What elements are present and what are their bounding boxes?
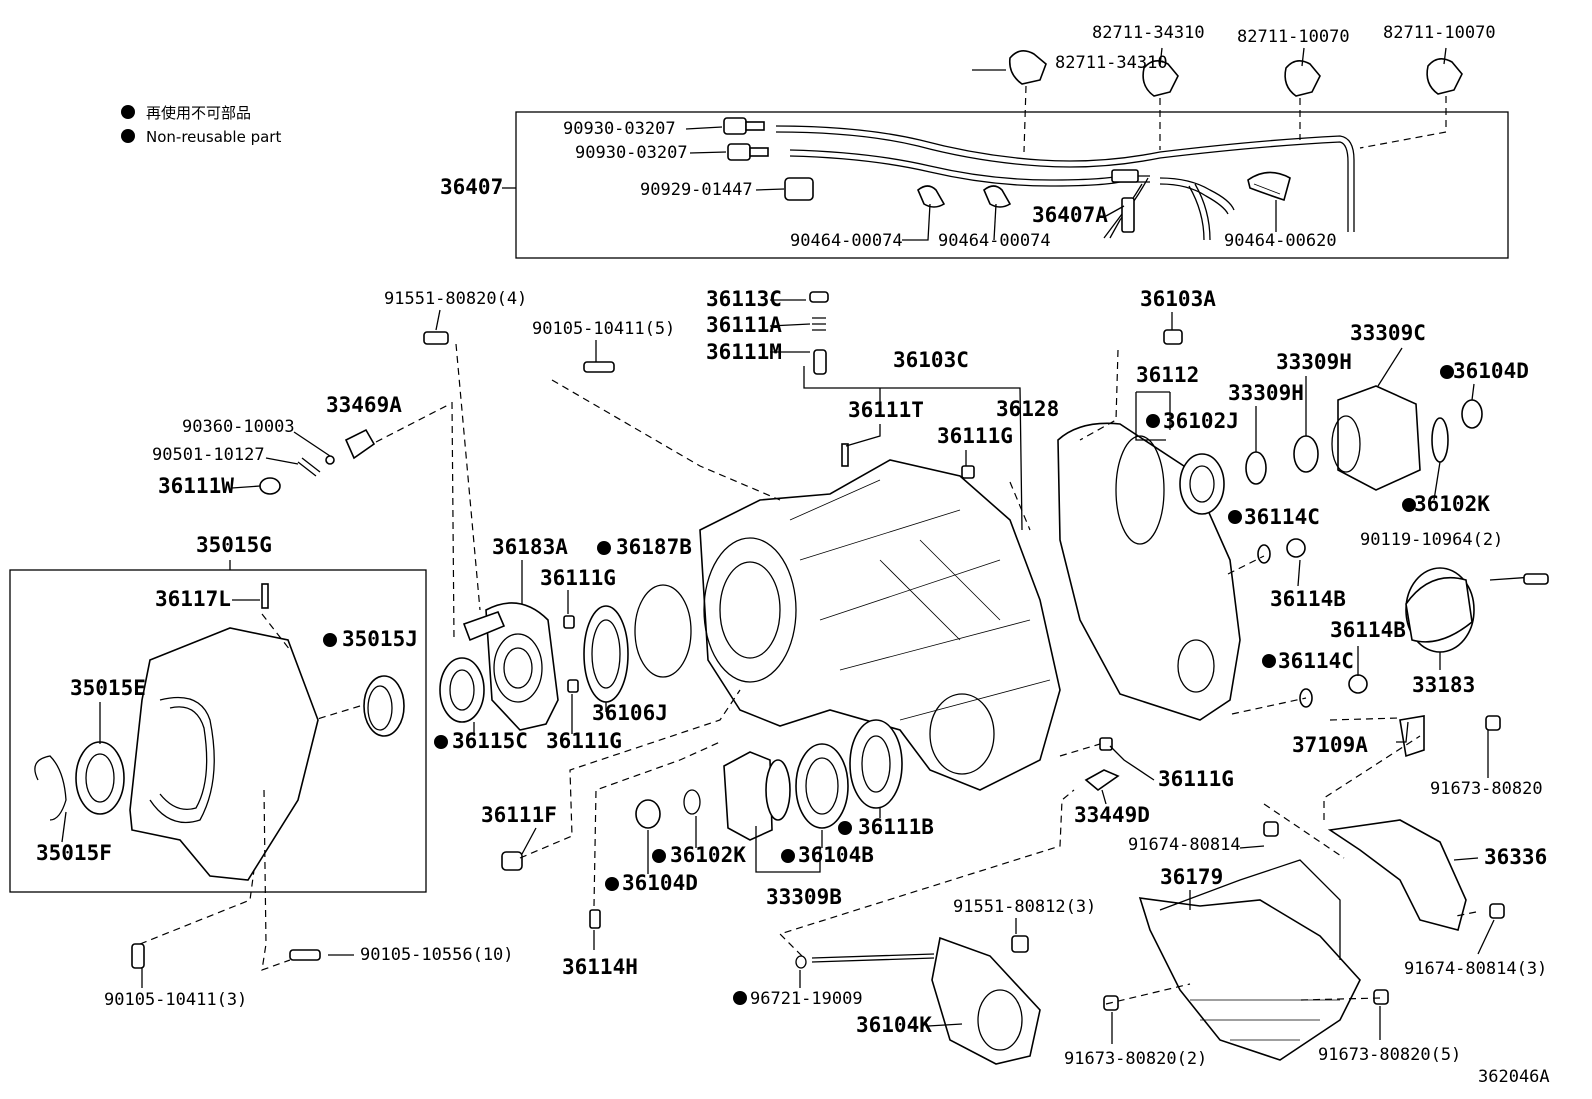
part-label-91674-80814: 91674-80814: [1128, 835, 1241, 855]
breather-hose-group: [502, 47, 1509, 259]
part-label-36102j: 36102J: [1163, 409, 1239, 433]
part-label-91673-80820: 91673-80820: [1430, 779, 1543, 799]
part-label-33309b: 33309B: [766, 885, 842, 909]
part-label-90930-03207: 90930-03207: [575, 143, 688, 163]
legend-dot-en: [121, 129, 135, 143]
part-label-36117l: 36117L: [155, 587, 231, 611]
part-label-90929-01447: 90929-01447: [640, 180, 753, 200]
part-label-36103c: 36103C: [893, 348, 969, 372]
non-reusable-dot: [323, 633, 337, 647]
part-label-35015g: 35015G: [196, 533, 272, 557]
part-label-36111a: 36111A: [706, 313, 782, 337]
part-label-36111g: 36111G: [1158, 767, 1234, 791]
part-label-90119-10964(2): 90119-10964(2): [1360, 530, 1503, 550]
legend-en: Non-reusable part: [146, 128, 281, 146]
part-label-35015f: 35015F: [36, 841, 112, 865]
part-label-90105-10411(5): 90105-10411(5): [532, 319, 675, 339]
part-label-36114c: 36114C: [1244, 505, 1320, 529]
part-label-35015j: 35015J: [342, 627, 418, 651]
non-reusable-dot: [652, 849, 666, 863]
part-label-90464-00074: 90464-00074: [790, 231, 903, 251]
part-label-90464-00074: 90464-00074: [938, 231, 1051, 251]
part-label-36111m: 36111M: [706, 340, 782, 364]
part-label-90501-10127: 90501-10127: [152, 445, 265, 465]
part-label-36104k: 36104K: [856, 1013, 932, 1037]
non-reusable-dot: [1262, 654, 1276, 668]
non-reusable-dot: [733, 991, 747, 1005]
part-label-90360-10003: 90360-10003: [182, 417, 295, 437]
non-reusable-dot: [1146, 414, 1160, 428]
part-label-91673-80820(5): 91673-80820(5): [1318, 1045, 1461, 1065]
non-reusable-dot: [781, 849, 795, 863]
part-label-36183a: 36183A: [492, 535, 568, 559]
part-label-33183: 33183: [1412, 673, 1475, 697]
part-label-37109a: 37109A: [1292, 733, 1368, 757]
part-label-96721-19009: 96721-19009: [750, 989, 863, 1009]
part-label-36111g: 36111G: [937, 424, 1013, 448]
part-label-36103a: 36103A: [1140, 287, 1216, 311]
part-label-36113c: 36113C: [706, 287, 782, 311]
part-label-36128: 36128: [996, 397, 1059, 421]
part-label-82711-10070: 82711-10070: [1383, 23, 1496, 43]
part-label-36112: 36112: [1136, 363, 1199, 387]
part-label-36111f: 36111F: [481, 803, 557, 827]
legend-jp: 再使用不可部品: [146, 104, 251, 122]
part-label-36114c: 36114C: [1278, 649, 1354, 673]
part-label-82711-34310: 82711-34310: [1092, 23, 1205, 43]
part-label-36114b: 36114B: [1330, 618, 1406, 642]
part-label-36102k: 36102K: [1414, 492, 1490, 516]
main-case-art: [131, 291, 1549, 1065]
part-label-90105-10556(10): 90105-10556(10): [360, 945, 514, 965]
part-label-36104d: 36104D: [622, 871, 698, 895]
part-label-36111w: 36111W: [158, 474, 234, 498]
part-number-labels: 82711-34310 82711-34310 82711-10070 82711-1…: [36, 23, 1547, 1069]
part-label-91673-80820(2): 91673-80820(2): [1064, 1049, 1207, 1069]
non-reusable-markers: [323, 365, 1454, 1005]
legend: 再使用不可部品 Non-reusable part: [121, 104, 281, 146]
part-label-36111t: 36111T: [848, 398, 924, 422]
part-label-36106j: 36106J: [592, 701, 668, 725]
part-label-82711-10070: 82711-10070: [1237, 27, 1350, 47]
non-reusable-dot: [838, 821, 852, 835]
diagram-code: 362046A: [1478, 1067, 1550, 1087]
part-label-36179: 36179: [1160, 865, 1223, 889]
part-label-36104b: 36104B: [798, 843, 874, 867]
non-reusable-dot: [597, 541, 611, 555]
non-reusable-dot: [1402, 498, 1416, 512]
part-label-33309h: 33309H: [1228, 381, 1304, 405]
part-label-36104d: 36104D: [1453, 359, 1529, 383]
part-label-36114h: 36114H: [562, 955, 638, 979]
extension-housing-group: [9, 560, 427, 893]
part-label-35015e: 35015E: [70, 676, 146, 700]
part-label-33309c: 33309C: [1350, 321, 1426, 345]
part-label-36102k: 36102K: [670, 843, 746, 867]
part-label-36111g: 36111G: [546, 729, 622, 753]
extension-box: [9, 569, 427, 893]
part-label-91551-80820(4): 91551-80820(4): [384, 289, 527, 309]
part-label-36114b: 36114B: [1270, 587, 1346, 611]
legend-dot-jp: [121, 105, 135, 119]
part-label-90464-00620: 90464-00620: [1224, 231, 1337, 251]
part-label-90105-10411(3): 90105-10411(3): [104, 990, 247, 1010]
part-label-36187b: 36187B: [616, 535, 692, 559]
part-label-91551-80812(3): 91551-80812(3): [953, 897, 1096, 917]
non-reusable-dot: [1228, 510, 1242, 524]
part-label-91674-80814(3): 91674-80814(3): [1404, 959, 1547, 979]
part-label-36407a: 36407A: [1032, 203, 1108, 227]
part-label-36111g: 36111G: [540, 566, 616, 590]
part-label-33469a: 33469A: [326, 393, 402, 417]
part-label-36111b: 36111B: [858, 815, 934, 839]
breather-box: [515, 111, 1509, 259]
non-reusable-dot: [434, 735, 448, 749]
part-label-33309h: 33309H: [1276, 350, 1352, 374]
part-label-36115c: 36115C: [452, 729, 528, 753]
non-reusable-dot: [1440, 365, 1454, 379]
part-label-36336: 36336: [1484, 845, 1547, 869]
part-label-36407: 36407: [440, 175, 503, 199]
part-label-90930-03207: 90930-03207: [563, 119, 676, 139]
part-label-33449d: 33449D: [1074, 803, 1150, 827]
non-reusable-dot: [605, 877, 619, 891]
part-label-82711-34310: 82711-34310: [1055, 53, 1168, 73]
